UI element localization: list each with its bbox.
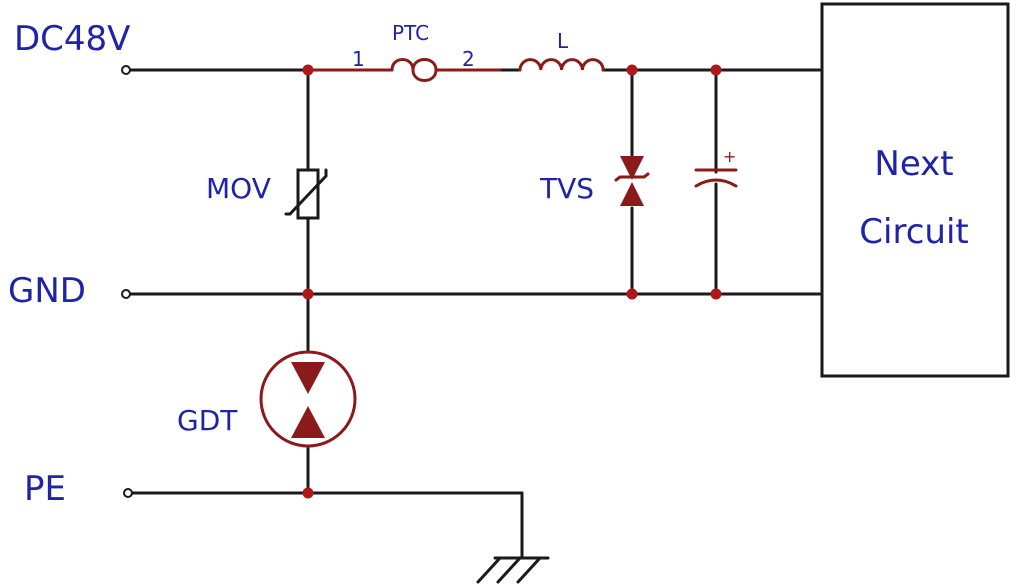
next-circuit-label-line2: Circuit: [859, 212, 968, 252]
capacitor-polarity-label: +: [723, 147, 736, 166]
gdt-label: GDT: [177, 404, 238, 437]
mov-label: MOV: [206, 172, 271, 205]
ptc-pin1-label: 1: [352, 47, 365, 71]
junction-dc48v-mov: [302, 64, 314, 76]
next-circuit-label-line1: Next: [874, 144, 953, 184]
mov-symbol: [284, 168, 328, 220]
inductor-label: L: [557, 29, 569, 53]
ptc-label: PTC: [392, 21, 429, 45]
junction-dc48v-cap: [710, 64, 722, 76]
junction-dc48v-tvs: [626, 64, 638, 76]
dc48v-terminal: [121, 65, 131, 75]
earth-ground-symbol: [476, 556, 550, 584]
rail-label-gnd: GND: [8, 271, 86, 311]
wires: [127, 68, 824, 560]
junction-gnd-tvs: [626, 288, 638, 300]
capacitor-symbol: [694, 168, 738, 188]
tvs-label: TVS: [539, 172, 594, 205]
pe-terminal: [123, 488, 133, 498]
junction-gnd-mov: [302, 288, 314, 300]
rail-label-pe: PE: [24, 469, 66, 509]
ptc-pin2-label: 2: [462, 47, 475, 71]
rail-label-dc48v: DC48V: [14, 19, 130, 59]
junction-pe-gdt: [302, 487, 314, 499]
terminals: [121, 65, 133, 498]
junctions: [302, 64, 722, 499]
next-circuit-box: [820, 2, 1010, 378]
junction-gnd-cap: [710, 288, 722, 300]
gdt-symbol: [259, 350, 357, 448]
tvs-symbol: [614, 156, 650, 206]
gnd-terminal: [121, 289, 131, 299]
inductor-symbol: [518, 58, 605, 72]
ptc-symbol: [312, 58, 502, 82]
